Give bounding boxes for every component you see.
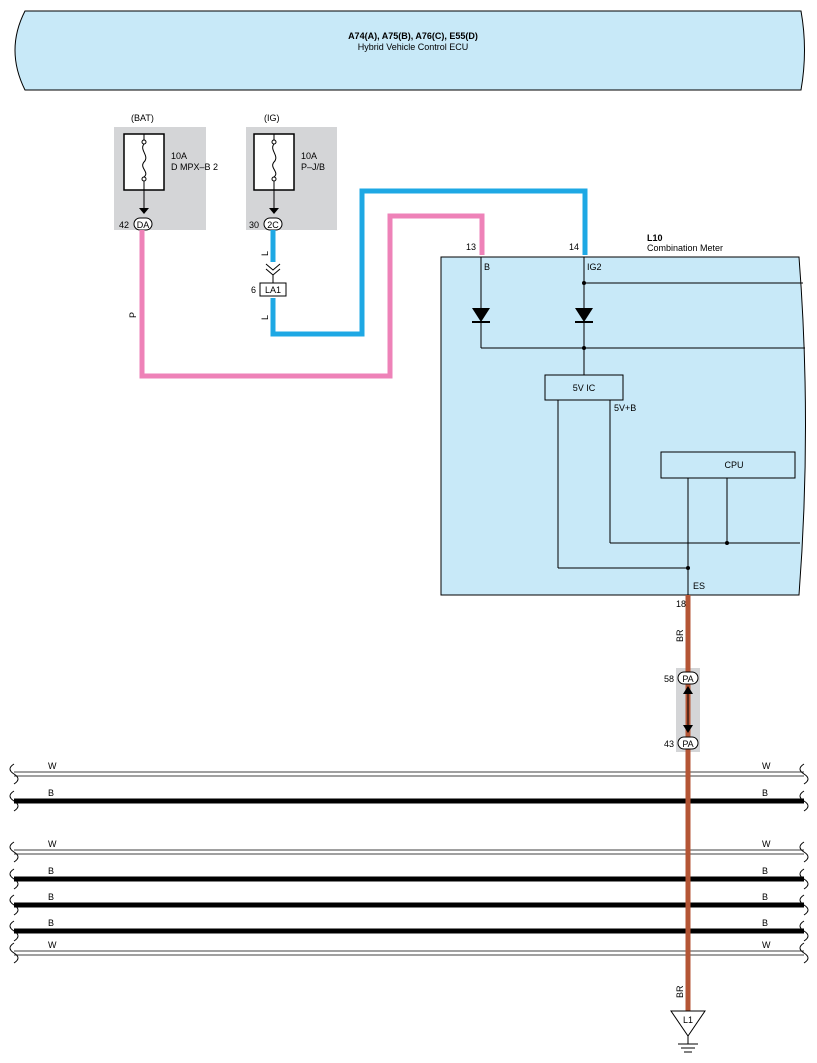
bus-line-left-label: B bbox=[48, 866, 54, 876]
meter-name: Combination Meter bbox=[647, 243, 723, 253]
fuse-bat-rating: 10A bbox=[171, 151, 187, 161]
meter-pin-ig2-name: IG2 bbox=[587, 262, 602, 272]
bus-line-right-label: B bbox=[762, 892, 768, 902]
fuse-ig-source: (IG) bbox=[264, 113, 280, 123]
fuse-bat-connector: DA bbox=[137, 220, 150, 230]
ground-label: L1 bbox=[683, 1015, 693, 1025]
meter-pin-b-name: B bbox=[484, 262, 490, 272]
fuse-bat-pin: 42 bbox=[119, 220, 129, 230]
pa-bottom-connector: PA bbox=[682, 739, 693, 749]
ecu-banner: A74(A), A75(B), A76(C), E55(D) Hybrid Ve… bbox=[14, 10, 805, 91]
bus-line-left-label: W bbox=[48, 940, 57, 950]
bus-line-right-label: W bbox=[762, 940, 771, 950]
meter-ic-label: 5V IC bbox=[573, 383, 596, 393]
meter-id: L10 bbox=[647, 233, 663, 243]
bus-line-left-label: B bbox=[48, 892, 54, 902]
fuse-ig-name: P–J/B bbox=[301, 162, 325, 172]
meter-cpu-label: CPU bbox=[724, 460, 743, 470]
wire-pink-label: P bbox=[128, 312, 138, 318]
bus-line-left-label: W bbox=[48, 839, 57, 849]
fuse-ig-connector: 2C bbox=[267, 220, 279, 230]
bus-line-left-label: B bbox=[48, 788, 54, 798]
pa-top-connector: PA bbox=[682, 674, 693, 684]
bus-line-left-label: W bbox=[48, 761, 57, 771]
pa-top-pin: 58 bbox=[664, 674, 674, 684]
meter-ic-out: 5V+B bbox=[614, 403, 636, 413]
fuse-ig-rating: 10A bbox=[301, 151, 317, 161]
wire-pink: P bbox=[128, 213, 485, 379]
meter-pin-b-num: 13 bbox=[466, 242, 476, 252]
combination-meter: L10 Combination Meter 13 B 14 IG2 5V IC … bbox=[440, 233, 806, 609]
bus-line-left-label: B bbox=[48, 918, 54, 928]
fuse-ig: (IG) 10A P–J/B 30 2C bbox=[246, 113, 337, 231]
wire-brown-upper-label: BR bbox=[675, 629, 685, 642]
bus-line-right-label: W bbox=[762, 839, 771, 849]
bus-line-right-label: W bbox=[762, 761, 771, 771]
ecu-connectors: A74(A), A75(B), A76(C), E55(D) bbox=[348, 31, 478, 41]
bus-line-right-label: B bbox=[762, 918, 768, 928]
bus-line-right-label: B bbox=[762, 788, 768, 798]
fuse-bat-source: (BAT) bbox=[131, 113, 154, 123]
fuse-bat-name: D MPX–B 2 bbox=[171, 162, 218, 172]
junction-la1-connector: LA1 bbox=[265, 285, 281, 295]
junction-la1-pin: 6 bbox=[251, 285, 256, 295]
wire-blue: L L LA1 6 bbox=[251, 188, 588, 337]
wire-brown-lower-label: BR bbox=[675, 985, 685, 998]
bus-line-right-label: B bbox=[762, 866, 768, 876]
ecu-name: Hybrid Vehicle Control ECU bbox=[358, 42, 469, 52]
meter-pin-ig2-num: 14 bbox=[569, 242, 579, 252]
meter-pin-es-num: 18 bbox=[676, 599, 686, 609]
pa-bottom-pin: 43 bbox=[664, 739, 674, 749]
wire-brown: BR BR PA 58 PA 43 L1 bbox=[664, 595, 706, 1053]
fuse-ig-pin: 30 bbox=[249, 220, 259, 230]
fuse-bat: (BAT) 10A D MPX–B 2 42 DA bbox=[114, 113, 218, 231]
meter-pin-es-name: ES bbox=[693, 581, 705, 591]
wire-blue-lower-label: L bbox=[260, 315, 270, 320]
wire-blue-upper-label: L bbox=[260, 251, 270, 256]
